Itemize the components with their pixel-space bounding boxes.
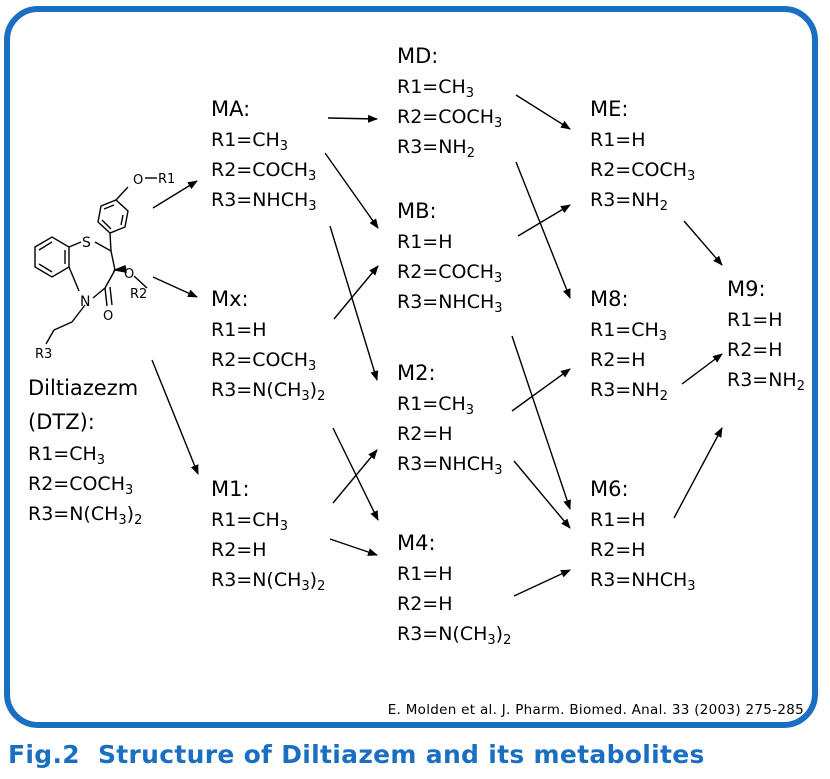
atom-o-label: O xyxy=(124,267,134,282)
r1-value: R1=H xyxy=(397,231,453,253)
figure-caption: Fig.2 Structure of Diltiazem and its met… xyxy=(8,740,705,769)
benzene-ring-fused xyxy=(34,236,70,278)
r1-value: R1=CH3 xyxy=(590,319,668,344)
compound-name: ME: xyxy=(590,97,629,121)
r2-value: R2=H xyxy=(211,539,267,561)
r3-value: R3=NH2 xyxy=(397,136,475,161)
atom-n-label: N xyxy=(80,294,90,310)
r3-value: R3=NHCH3 xyxy=(397,453,503,478)
compound-mb: MB: R1=H R2=COCH3 R3=NHCH3 xyxy=(397,195,503,317)
compound-m6: M6: R1=H R2=H R3=NHCH3 xyxy=(590,473,696,595)
r3-value: R3=NHCH3 xyxy=(211,189,317,214)
r1-value: R1=H xyxy=(727,309,783,331)
compound-name: MD: xyxy=(397,44,439,68)
r3-value: R3=N(CH3)2 xyxy=(211,569,326,594)
r3-value: R3=NHCH3 xyxy=(397,291,503,316)
r3-value: R3=NH2 xyxy=(590,189,668,214)
compound-name: M2: xyxy=(397,361,436,385)
r3-value: R3=N(CH3)2 xyxy=(211,379,326,404)
arrow-md-to-me xyxy=(515,94,571,130)
compound-me: ME: R1=H R2=COCH3 R3=NH2 xyxy=(590,93,695,215)
r3-value: R3=NH2 xyxy=(727,369,805,394)
compound-md: MD: R1=CH3 R2=COCH3 R3=NH2 xyxy=(397,40,502,162)
compound-mx: Mx: R1=H R2=COCH3 R3=N(CH3)2 xyxy=(211,283,325,405)
atom-o-label: O xyxy=(133,173,143,188)
r1-value: R1=CH3 xyxy=(397,393,475,418)
arrow-ma-to-mb xyxy=(324,152,379,229)
r2-value: R2=COCH3 xyxy=(397,106,503,131)
dtz-r2: R2=COCH3 xyxy=(28,473,134,498)
r3-label: R3 xyxy=(35,347,52,362)
r3-value: R3=NH2 xyxy=(590,379,668,404)
dtz-name: Diltiazezm xyxy=(28,376,139,400)
compound-m2: M2: R1=CH3 R2=H R3=NHCH3 xyxy=(397,357,503,479)
r2-value: R2=COCH3 xyxy=(397,261,503,286)
citation: E. Molden et al. J. Pharm. Biomed. Anal.… xyxy=(387,702,804,718)
compound-m8: M8: R1=CH3 R2=H R3=NH2 xyxy=(590,283,668,405)
compound-name: MA: xyxy=(211,97,251,121)
r2-value: R2=COCH3 xyxy=(211,159,317,184)
arrow-m2-to-m6 xyxy=(513,460,571,529)
r3-value: R3=NHCH3 xyxy=(590,569,696,594)
r2-label: R2 xyxy=(130,287,147,302)
r1-value: R1=CH3 xyxy=(211,129,289,154)
arrow-m2-to-m8 xyxy=(511,368,571,412)
arrow-me-to-m9 xyxy=(683,220,723,266)
r1-value: R1=H xyxy=(590,509,646,531)
compound-dtz: Diltiazezm (DTZ): R1=CH3 R2=COCH3 R3=N(C… xyxy=(28,371,142,529)
arrow-mx-to-mb xyxy=(333,265,379,320)
arrow-ma-to-md xyxy=(327,114,378,123)
compound-name: M6: xyxy=(590,477,629,501)
arrow-mb-to-me xyxy=(517,204,571,237)
r2-value: R2=H xyxy=(727,339,783,361)
arrow-m1-to-m2 xyxy=(332,449,378,504)
dtz-abbrev: (DTZ): xyxy=(28,410,95,434)
compound-ma: MA: R1=CH3 R2=COCH3 R3=NHCH3 xyxy=(211,93,317,215)
dtz-r1: R1=CH3 xyxy=(28,443,106,468)
arrow-mb-to-m6 xyxy=(511,335,571,510)
r2-value: R2=COCH3 xyxy=(590,159,696,184)
arrow-dtz-to-m1 xyxy=(151,359,199,475)
compound-name: Mx: xyxy=(211,287,249,311)
compound-name: M4: xyxy=(397,531,436,555)
compound-name: M8: xyxy=(590,287,629,311)
arrow-mx-to-m4 xyxy=(332,427,379,521)
compound-name: M1: xyxy=(211,477,250,501)
r2-value: R2=H xyxy=(590,349,646,371)
r1-value: R1=CH3 xyxy=(211,509,289,534)
r2-value: R2=H xyxy=(590,539,646,561)
compound-m9: M9: R1=H R2=H R3=NH2 xyxy=(727,273,805,395)
r2-value: R2=COCH3 xyxy=(211,349,317,374)
r2-value: R2=H xyxy=(397,423,453,445)
r3-value: R3=N(CH3)2 xyxy=(397,623,512,648)
arrow-m6-to-m9 xyxy=(673,427,723,519)
r2-value: R2=H xyxy=(397,593,453,615)
r1-value: R1=H xyxy=(211,319,267,341)
diltiazem-structure xyxy=(34,177,157,345)
arrow-ma-to-m2 xyxy=(329,225,379,381)
dtz-r3: R3=N(CH3)2 xyxy=(28,503,143,528)
compound-m4: M4: R1=H R2=H R3=N(CH3)2 xyxy=(397,527,511,649)
r1-value: R1=H xyxy=(397,563,453,585)
atom-o-label: O xyxy=(103,309,113,324)
arrow-m8-to-m9 xyxy=(681,353,723,385)
atom-s-label: S xyxy=(82,235,91,251)
arrow-dtz-to-ma xyxy=(152,180,198,209)
compound-m1: M1: R1=CH3 R2=H R3=N(CH3)2 xyxy=(211,473,325,595)
figure-frame xyxy=(4,6,818,728)
r1-label: R1 xyxy=(158,172,175,187)
r1-value: R1=H xyxy=(590,129,646,151)
arrow-m1-to-m4 xyxy=(329,538,378,556)
compound-name: MB: xyxy=(397,199,437,223)
compound-name: M9: xyxy=(727,277,766,301)
arrow-m4-to-m6 xyxy=(513,569,571,597)
arrow-dtz-to-mx xyxy=(152,276,198,298)
arrow-md-to-m8 xyxy=(515,161,571,299)
r1-value: R1=CH3 xyxy=(397,76,475,101)
